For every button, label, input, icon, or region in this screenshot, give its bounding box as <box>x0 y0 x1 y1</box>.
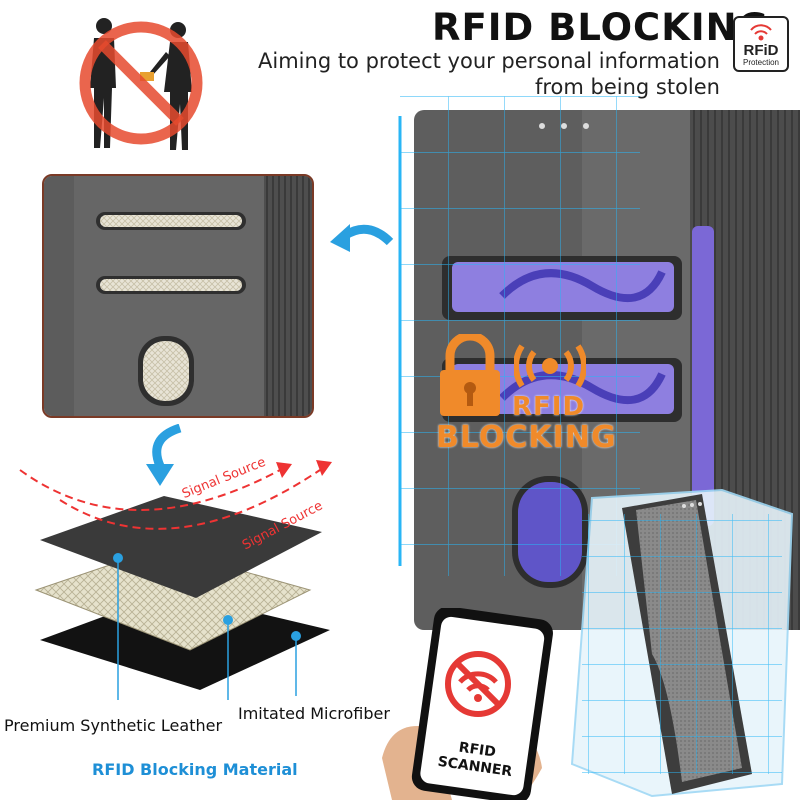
card-slot-closeup <box>42 174 314 418</box>
no-theft-icon <box>79 18 203 150</box>
wallet-case-illustration <box>398 96 800 630</box>
rfid-protection-badge: RFiD Protection <box>733 16 789 72</box>
subtitle: Aiming to protect your personal informat… <box>258 48 720 100</box>
rfid-overlay-text: RFID <box>512 392 586 422</box>
curved-arrow-down-icon <box>146 424 182 486</box>
microfiber-label: Imitated Microfiber <box>238 704 390 723</box>
no-wifi-icon <box>445 651 511 717</box>
material-layers-illustration <box>19 460 332 700</box>
blocking-material-label: RFID Blocking Material <box>92 760 298 779</box>
padlock-icon <box>440 334 500 416</box>
subtitle-line-1: Aiming to protect your personal informat… <box>258 49 720 73</box>
rfid-waves-icon <box>750 24 772 41</box>
page-title: RFID BLOCKING <box>432 6 769 49</box>
signal-icon <box>514 344 586 388</box>
badge-main-text: RFiD <box>743 42 779 59</box>
phone-hand-illustration <box>382 608 553 800</box>
card-slot-illustration <box>44 176 312 416</box>
closed-wallet-illustration <box>570 488 794 798</box>
subtitle-line-2: from being stolen <box>534 75 720 99</box>
curved-arrow-icon <box>330 224 394 252</box>
leather-label: Premium Synthetic Leather <box>4 716 223 735</box>
badge-sub-text: Protection <box>742 58 780 67</box>
blocking-overlay-text: BLOCKING <box>436 420 617 455</box>
